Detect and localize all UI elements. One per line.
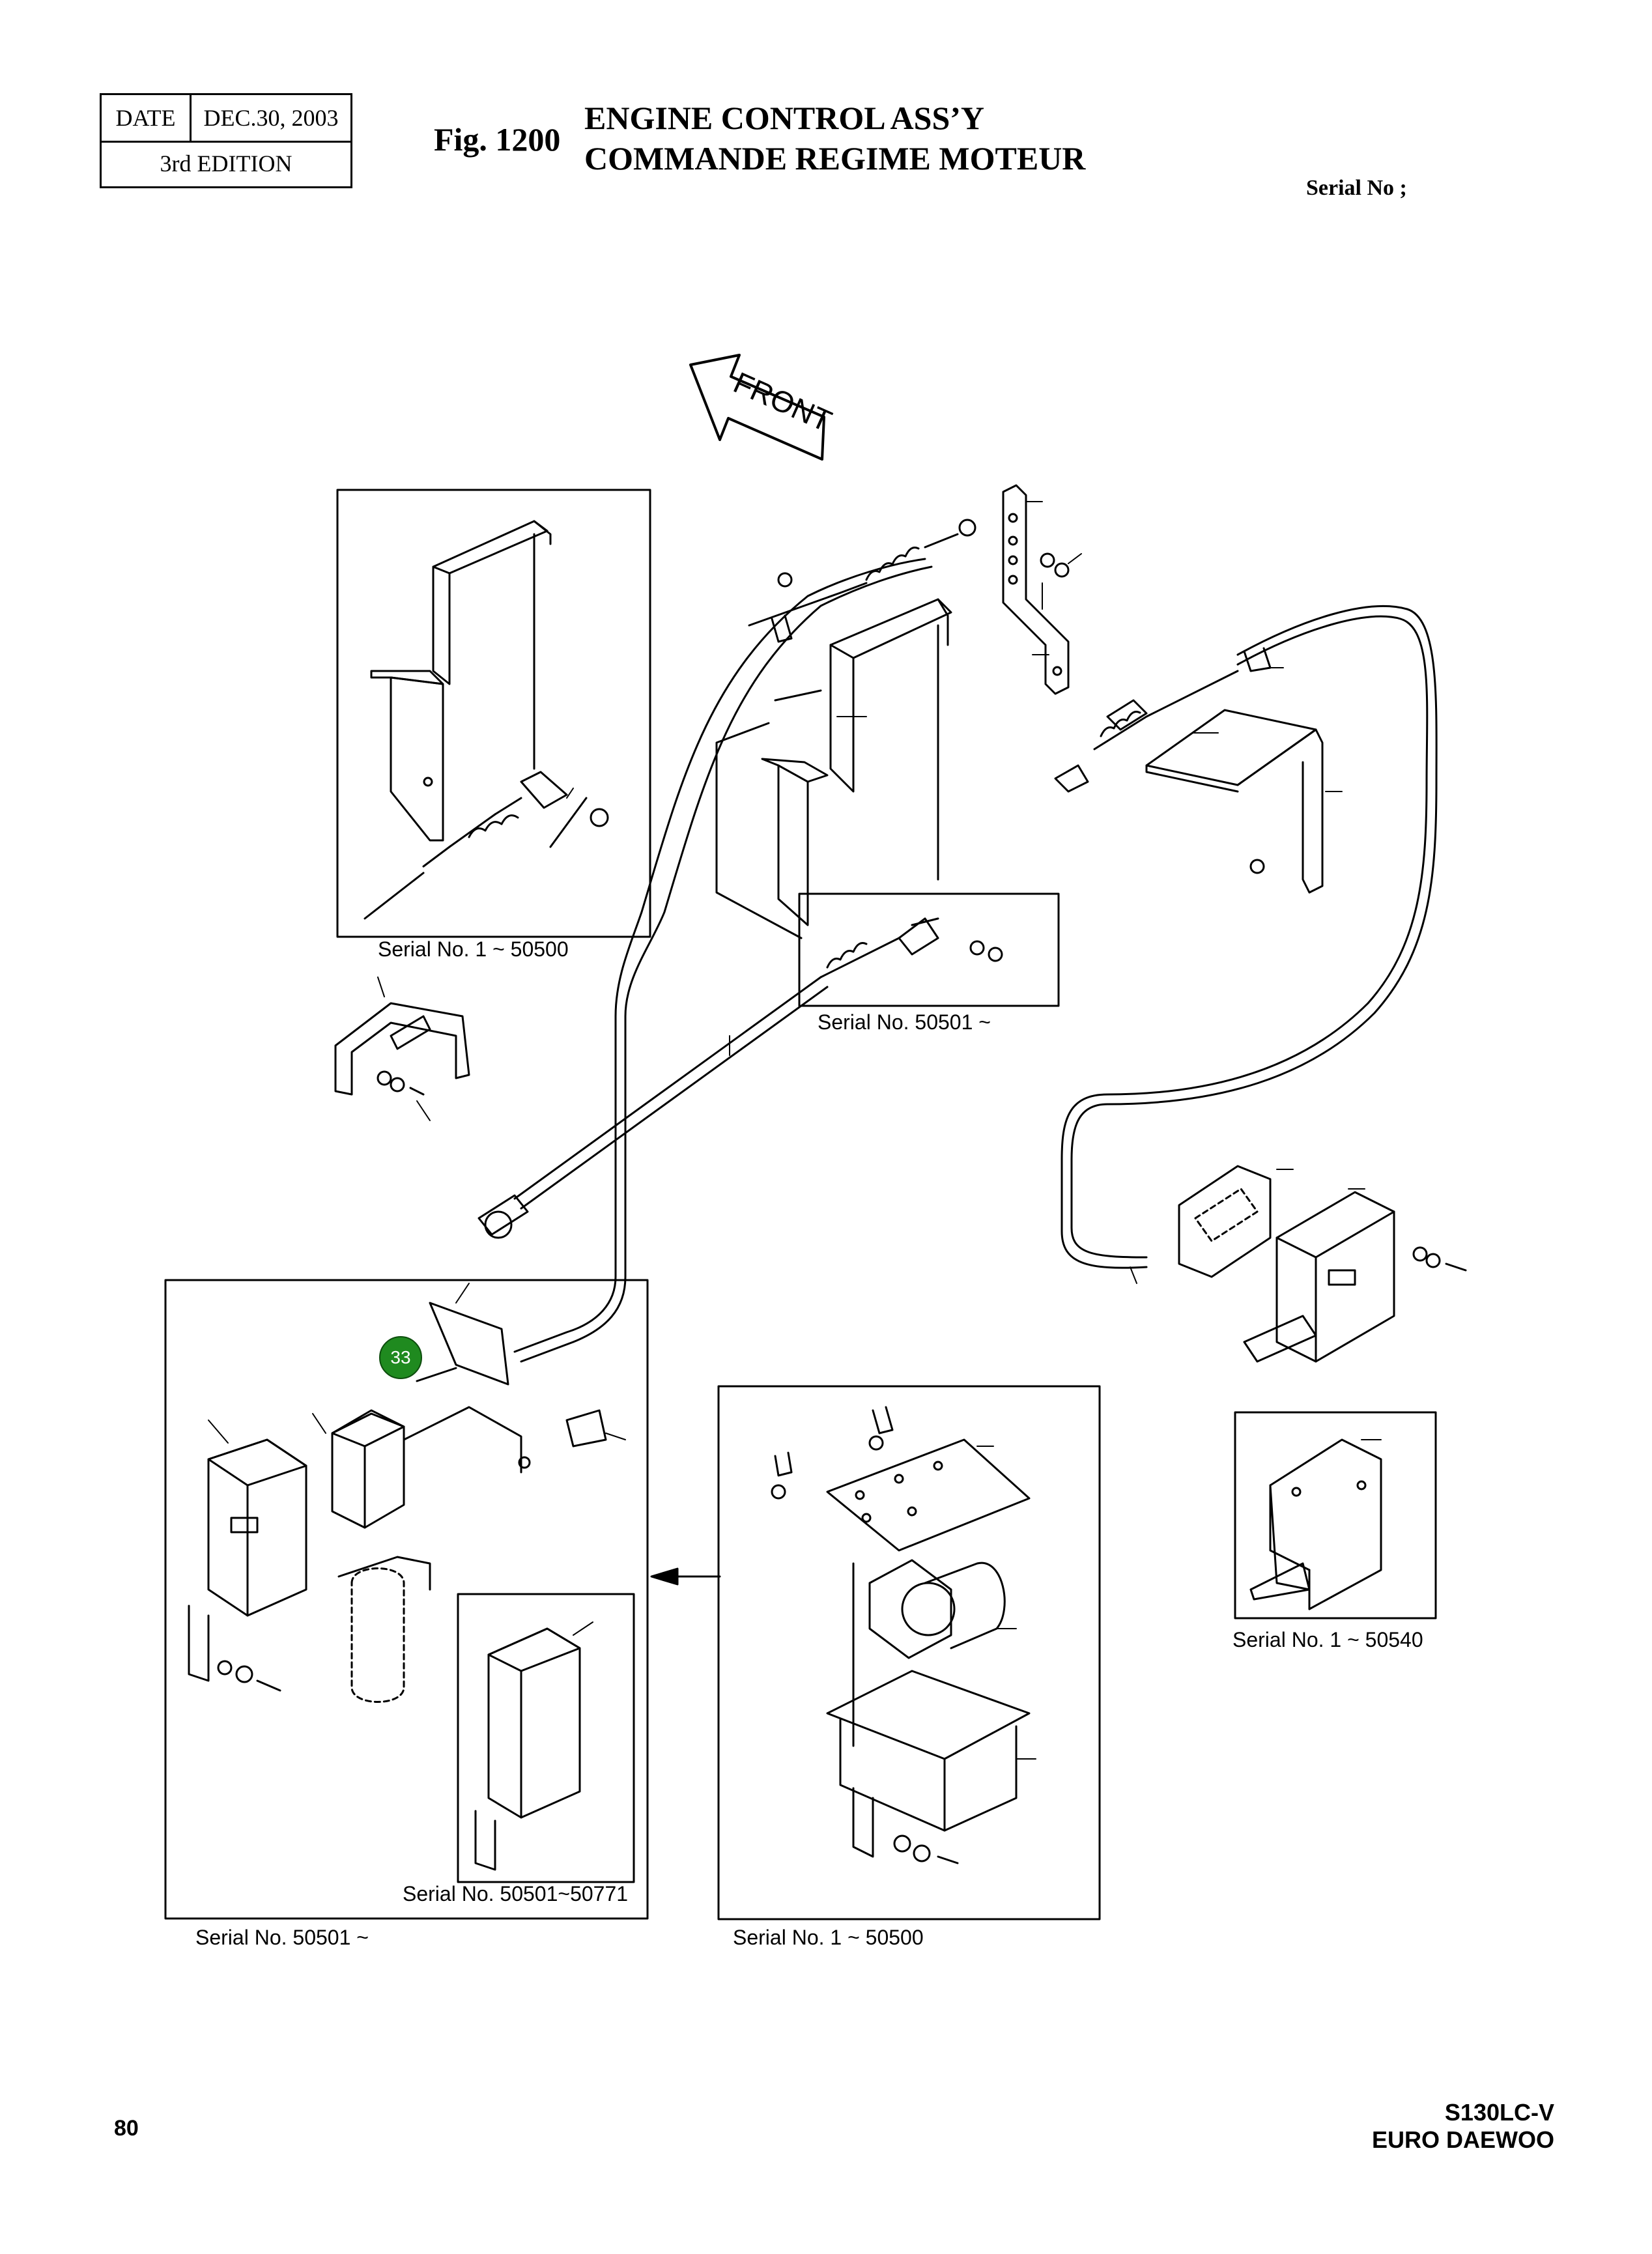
upper-center-detail-frame <box>798 892 1060 1007</box>
date-edition-box: DATE DEC.30, 2003 3rd EDITION <box>100 93 352 188</box>
lower-left-detail-frame <box>164 1279 649 1920</box>
caption-inner-left: Serial No. 50501~50771 <box>403 1882 628 1905</box>
edition-label: 3rd EDITION <box>160 150 292 177</box>
title-english: ENGINE CONTROL ASS’Y <box>584 100 985 136</box>
upper-left-cable-end <box>363 771 609 920</box>
caption-lower-center: Serial No. 1 ~ 50500 <box>733 1926 924 1949</box>
right-pedal-bracket <box>1178 1165 1467 1363</box>
upper-left-detail-frame <box>336 489 651 938</box>
inner-left-detail-frame <box>457 1593 635 1883</box>
caption-right-box: Serial No. 1 ~ 50540 <box>1232 1628 1423 1651</box>
date-row: DATE DEC.30, 2003 <box>102 95 350 143</box>
date-value: DEC.30, 2003 <box>203 105 339 131</box>
upper-cable-assembly <box>748 519 976 643</box>
motor-mount-plate <box>771 1406 1031 1747</box>
right-detail-bracket <box>1249 1438 1382 1610</box>
controller-box <box>188 1438 307 1692</box>
leader-lines <box>208 501 1382 1760</box>
caption-upper-left: Serial No. 1 ~ 50500 <box>378 937 569 961</box>
motor-tray <box>826 1670 1031 1864</box>
caption-upper-center: Serial No. 50501 ~ <box>818 1010 991 1034</box>
upper-center-bracket <box>715 598 952 939</box>
mounting-plate-left <box>334 1002 470 1096</box>
serial-number-label: Serial No ; <box>1306 176 1407 200</box>
page-number: 80 <box>114 2116 139 2141</box>
date-label: DATE <box>102 95 192 141</box>
edition-row: 3rd EDITION <box>102 141 350 186</box>
relay-unit <box>331 1302 607 1529</box>
reference-arrow-icon <box>650 1567 721 1586</box>
rod-end-assembly <box>819 917 1003 978</box>
right-detail-frame <box>1234 1411 1437 1619</box>
caption-lower-left: Serial No. 50501 ~ <box>195 1926 369 1949</box>
title-french: COMMANDE REGIME MOTEUR <box>584 140 1086 177</box>
front-arrow-icon: FRONT <box>689 354 836 461</box>
part-callout-33[interactable]: 33 <box>379 1336 422 1379</box>
footer-model-block: S130LC-V EURO DAEWOO <box>1372 2099 1554 2154</box>
throttle-cable <box>520 911 666 1363</box>
figure-title: ENGINE CONTROL ASS’Y COMMANDE REGIME MOT… <box>584 98 1085 178</box>
model-name: S130LC-V <box>1444 2099 1554 2126</box>
brand-name: EURO DAEWOO <box>1371 2126 1554 2153</box>
upper-right-bracket <box>1054 647 1324 894</box>
fuel-solenoid <box>337 1556 431 1703</box>
accelerator-cable-connector <box>477 976 829 1239</box>
cover-box-small <box>474 1627 581 1871</box>
stepper-motor <box>868 1559 1006 1659</box>
upper-left-bracket <box>370 520 552 842</box>
governor-lever <box>1002 484 1070 695</box>
lower-center-detail-frame <box>717 1385 1101 1920</box>
figure-number: Fig. 1200 <box>434 121 561 158</box>
